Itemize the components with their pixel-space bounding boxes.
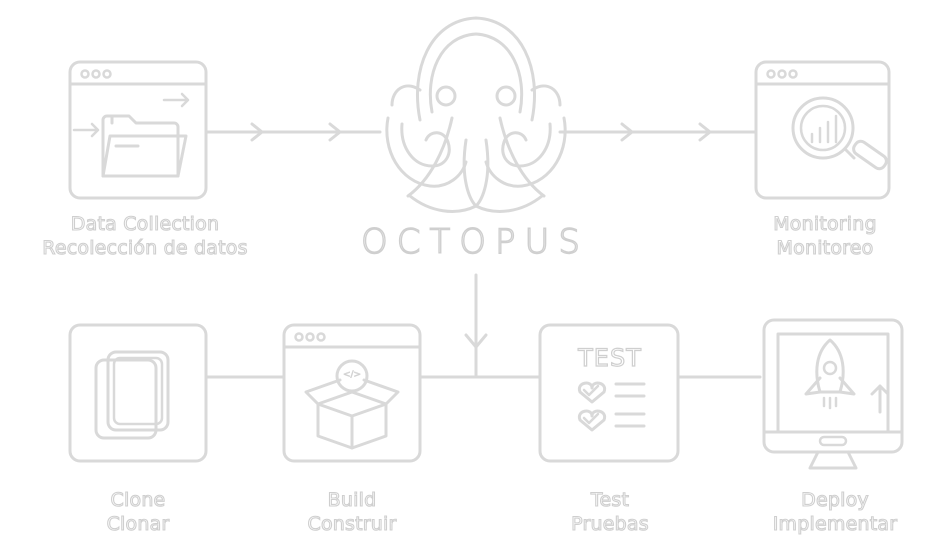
data-collection-window bbox=[68, 60, 208, 200]
deploy-label: Deploy Implementar bbox=[760, 488, 910, 536]
clone-label: Clone Clonar bbox=[88, 488, 188, 536]
folder-icon bbox=[72, 92, 190, 178]
data-collection-label: Data Collection Recolección de datos bbox=[30, 212, 260, 260]
monitoring-label-es: Monitoreo bbox=[776, 236, 874, 259]
build-label-en: Build bbox=[327, 488, 377, 511]
deploy-monitor bbox=[762, 318, 904, 470]
test-label-es: Pruebas bbox=[571, 512, 650, 535]
test-label-en: Test bbox=[590, 488, 630, 511]
data-collection-label-en: Data Collection bbox=[70, 212, 220, 235]
deploy-label-es: Implementar bbox=[772, 512, 898, 535]
box-icon bbox=[304, 359, 400, 450]
build-window bbox=[282, 323, 422, 463]
monitoring-window bbox=[754, 60, 891, 200]
rocket-icon bbox=[804, 338, 890, 414]
build-label: Build Construir bbox=[297, 488, 407, 536]
brand-title: OCTOPUS bbox=[360, 221, 589, 262]
monitoring-label: Monitoring Monitoreo bbox=[745, 212, 905, 260]
analytics-icon bbox=[791, 96, 888, 171]
deploy-label-en: Deploy bbox=[801, 488, 870, 511]
test-label: Test Pruebas bbox=[555, 488, 665, 536]
clone-window bbox=[68, 323, 208, 463]
clone-icon bbox=[94, 350, 170, 440]
code-tag: </> bbox=[342, 370, 362, 381]
clone-label-es: Clonar bbox=[106, 512, 170, 535]
connectors bbox=[205, 122, 762, 379]
test-badge: TEST bbox=[578, 343, 642, 372]
octopus-icon bbox=[385, 16, 567, 213]
build-label-es: Construir bbox=[307, 512, 397, 535]
data-collection-label-es: Recolección de datos bbox=[42, 236, 248, 259]
checklist-icon bbox=[577, 381, 646, 432]
monitoring-label-en: Monitoring bbox=[773, 212, 878, 235]
clone-label-en: Clone bbox=[110, 488, 166, 511]
test-window bbox=[538, 323, 680, 463]
